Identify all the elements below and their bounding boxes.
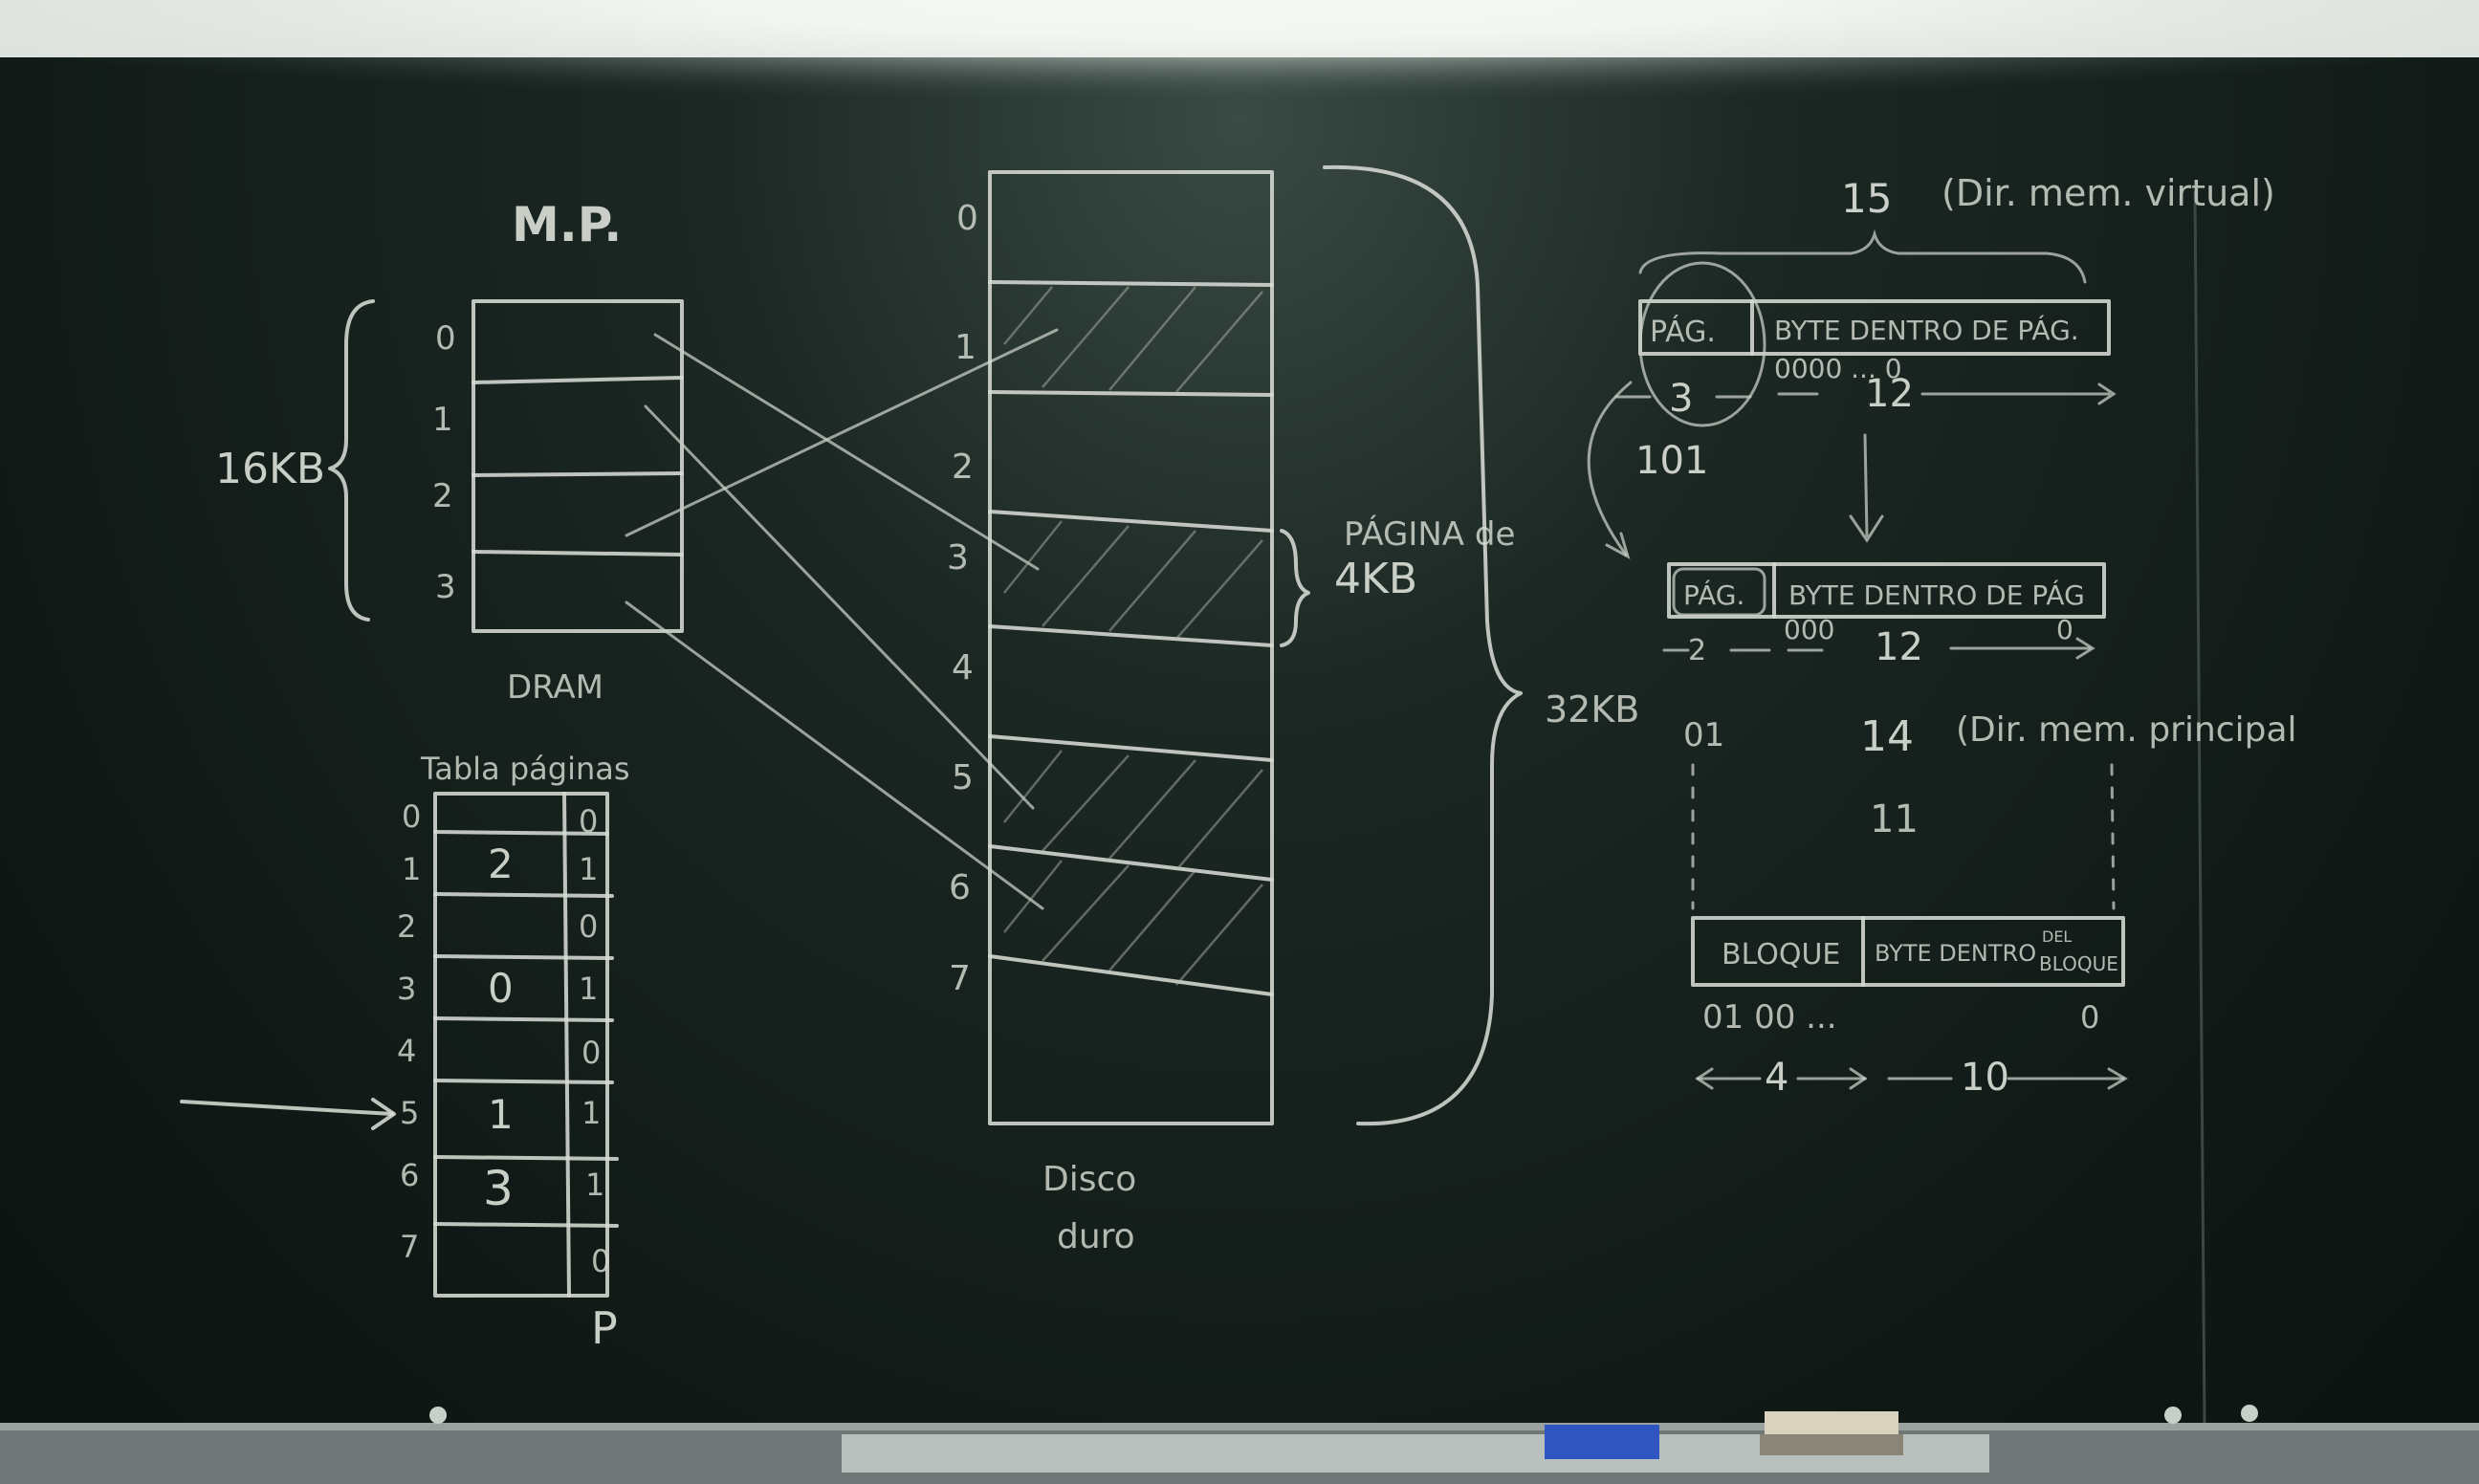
mp-size-label: 16KB bbox=[215, 445, 325, 493]
pt-present-column-label: P bbox=[591, 1302, 618, 1354]
disk-size-label: 32KB bbox=[1545, 688, 1639, 731]
mp-size-brace bbox=[328, 299, 375, 622]
va-page-field: PÁG. bbox=[1650, 315, 1716, 349]
disk-label-line1: Disco bbox=[1042, 1160, 1136, 1199]
disk-hatch-page-5 bbox=[1003, 750, 1263, 871]
disk-page-0: 0 bbox=[956, 199, 978, 238]
page-table-box bbox=[433, 792, 609, 1298]
block-offset-field-line1: BYTE DENTRO bbox=[1875, 940, 2036, 967]
pt-frame-6: 3 bbox=[483, 1161, 514, 1216]
page-table-group: Tabla páginas 0 1 2 3 4 5 6 7 2 0 1 3 0 … bbox=[180, 751, 630, 1354]
disk-page-2: 2 bbox=[952, 447, 974, 487]
block-offset-bits: 10 bbox=[1961, 1056, 2009, 1100]
disk-hatch-page-6 bbox=[1003, 860, 1263, 986]
disk-page-6: 6 bbox=[949, 868, 971, 907]
pt-index-7: 7 bbox=[400, 1229, 419, 1265]
physical-address-group: PÁG. BYTE DENTRO DE PÁG 2 000 12 0 01 14… bbox=[1662, 562, 2297, 910]
block-value-tail: 0 bbox=[2080, 999, 2099, 1036]
va-description: (Dir. mem. virtual) bbox=[1942, 172, 2275, 214]
disk-hatch-page-1 bbox=[1003, 286, 1263, 393]
page-table-title: Tabla páginas bbox=[420, 751, 630, 787]
pt-present-5: 1 bbox=[581, 1095, 601, 1131]
page-size-brace bbox=[1280, 529, 1310, 647]
va-bits-label: 15 bbox=[1841, 175, 1892, 222]
va-page-bits: 3 bbox=[1669, 377, 1693, 421]
va-offset-bits: 12 bbox=[1865, 372, 1914, 416]
pt-index-1: 1 bbox=[402, 851, 421, 887]
mp-frame-1: 1 bbox=[432, 401, 453, 439]
va-page-value: 101 bbox=[1635, 439, 1708, 483]
pt-index-0: 0 bbox=[402, 798, 421, 835]
pa-marker: 11 bbox=[1870, 797, 1919, 841]
mp-frame-2: 2 bbox=[432, 477, 453, 515]
pa-offset-field: BYTE DENTRO DE PÁG bbox=[1788, 578, 2085, 611]
mp-box bbox=[472, 299, 684, 633]
block-field: BLOQUE bbox=[1722, 938, 1840, 971]
page-size-label-line1: PÁGINA de bbox=[1344, 514, 1515, 554]
pt-present-6: 1 bbox=[585, 1167, 604, 1203]
pt-index-6: 6 bbox=[400, 1157, 419, 1193]
pt-present-2: 0 bbox=[579, 908, 598, 945]
disk-page-7: 7 bbox=[949, 959, 971, 998]
pa-page-field: PÁG. bbox=[1683, 578, 1744, 611]
block-value: 01 00 ... bbox=[1702, 998, 1837, 1037]
va-offset-field: BYTE DENTRO DE PÁG. bbox=[1774, 314, 2079, 346]
board-screw bbox=[429, 1407, 447, 1424]
block-bits: 4 bbox=[1765, 1056, 1788, 1100]
pt-index-2: 2 bbox=[397, 908, 416, 945]
pt-frame-5: 1 bbox=[488, 1091, 514, 1138]
pa-page-bits: 2 bbox=[1688, 634, 1706, 667]
page-size-label-line2: 4KB bbox=[1334, 555, 1417, 603]
main-memory-group: M.P. 16KB 0 1 2 3 DRAM bbox=[215, 197, 684, 707]
disk-group: 0 1 2 3 4 5 6 7 Disco duro PÁGINA de 4KB… bbox=[947, 164, 1639, 1256]
block-field-box bbox=[1691, 916, 2125, 987]
disk-page-4: 4 bbox=[952, 648, 974, 687]
pt-frame-3: 0 bbox=[488, 965, 514, 1012]
pt-index-5: 5 bbox=[400, 1095, 419, 1131]
disk-label-line2: duro bbox=[1057, 1217, 1135, 1256]
pa-field-box bbox=[1667, 562, 2106, 619]
block-offset-field-small: DEL bbox=[2042, 928, 2072, 946]
pa-offset-bits: 12 bbox=[1875, 625, 1923, 669]
virtual-address-group: 15 (Dir. mem. virtual) PÁG. BYTE DENTRO … bbox=[1587, 172, 2275, 560]
va-to-pa-arrow bbox=[1587, 381, 1633, 556]
pa-total-bits: 14 bbox=[1860, 712, 1914, 761]
pt-present-4: 0 bbox=[581, 1035, 601, 1071]
disk-hatch-page-3 bbox=[1003, 520, 1263, 640]
disk-box bbox=[988, 170, 1274, 1125]
pt-index-3: 3 bbox=[397, 971, 416, 1007]
mapping-lines bbox=[625, 328, 1059, 910]
pa-bits-value: 000 bbox=[1784, 614, 1834, 645]
pt-present-1: 1 bbox=[579, 851, 598, 887]
va-bits-value: 0000 ... 0 bbox=[1774, 353, 1902, 384]
pt-index-4: 4 bbox=[397, 1033, 416, 1069]
mp-tech-label: DRAM bbox=[507, 668, 603, 707]
disk-page-3: 3 bbox=[947, 538, 969, 578]
block-offset-field-line2: BLOQUE bbox=[2039, 952, 2118, 975]
pt-row-pointer-arrow bbox=[180, 1100, 394, 1116]
pa-page-value: 01 bbox=[1683, 716, 1724, 754]
marker-pen bbox=[1545, 1425, 1659, 1459]
pt-present-7: 0 bbox=[591, 1243, 610, 1279]
pt-present-0: 0 bbox=[579, 803, 598, 840]
board-screw bbox=[2241, 1405, 2258, 1422]
board-seam bbox=[2193, 190, 2206, 1426]
board-screw bbox=[2164, 1407, 2182, 1424]
disk-size-brace bbox=[1323, 164, 1523, 1126]
mp-frame-0: 0 bbox=[435, 319, 456, 358]
main-memory-title: M.P. bbox=[512, 197, 622, 252]
disk-page-1: 1 bbox=[954, 328, 976, 367]
pa-bits-tail: 0 bbox=[2056, 614, 2073, 645]
block-address-group: BLOQUE BYTE DENTRO DEL BLOQUE 01 00 ... … bbox=[1691, 916, 2128, 1100]
mp-frame-3: 3 bbox=[435, 568, 456, 606]
disk-page-5: 5 bbox=[952, 758, 974, 797]
pa-description: (Dir. mem. principal bbox=[1956, 710, 2297, 750]
pt-present-3: 1 bbox=[579, 971, 598, 1007]
pt-frame-1: 2 bbox=[488, 840, 514, 887]
